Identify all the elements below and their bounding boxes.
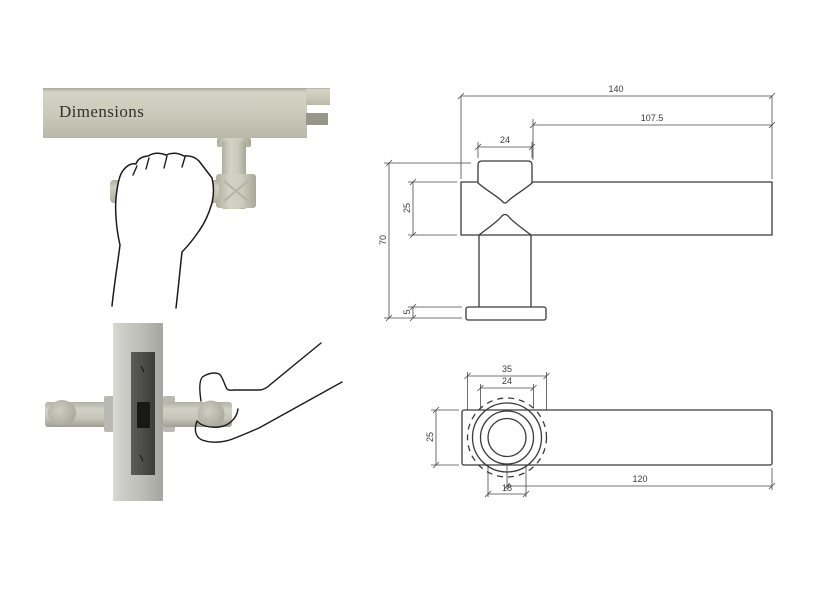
plan-extension-lines bbox=[431, 372, 773, 497]
dim-spindle-diameter: 18 bbox=[502, 483, 512, 493]
plan-rose-hidden-circle bbox=[466, 397, 548, 478]
drawing-side-elevation: 140 107.5 24 70 25 5 bbox=[378, 84, 776, 322]
drawing-plan-view: 35 24 25 18 120 bbox=[425, 364, 776, 498]
plan-dimension-lines bbox=[431, 372, 776, 498]
spindle-tab bbox=[306, 113, 328, 125]
dim-lever-width: 25 bbox=[425, 432, 435, 442]
right-lever-cap bbox=[197, 400, 225, 428]
dim-neck-width: 24 bbox=[500, 135, 510, 145]
knuckle-creases bbox=[132, 155, 186, 176]
left-lever-knob bbox=[48, 400, 76, 426]
plan-lever-bar bbox=[461, 409, 773, 466]
hand-fingers-outline bbox=[199, 342, 322, 402]
render-handle-grip-top: Dimensions bbox=[43, 88, 330, 309]
dim-lever-length: 107.5 bbox=[641, 113, 664, 123]
dim-overall-height: 70 bbox=[378, 235, 388, 245]
plan-dim-lines bbox=[435, 375, 772, 495]
side-dim-lines bbox=[388, 95, 772, 318]
faceplate-screws bbox=[139, 365, 145, 462]
dim-hub-diameter: 24 bbox=[502, 376, 512, 386]
dim-rose-diameter: 35 bbox=[502, 364, 512, 374]
fist-outline bbox=[111, 152, 215, 309]
side-dimension-lines bbox=[384, 92, 776, 322]
plan-rose-circle bbox=[471, 402, 543, 473]
dim-lever-height: 25 bbox=[402, 203, 412, 213]
side-rose-plate bbox=[465, 306, 547, 321]
dim-lever-reach: 120 bbox=[632, 474, 647, 484]
side-extension-lines bbox=[384, 96, 773, 319]
latch-bolt bbox=[137, 402, 150, 428]
hand-thumb-outline bbox=[194, 381, 343, 443]
plan-dim-ticks bbox=[432, 372, 776, 498]
side-neck-nub bbox=[477, 160, 533, 204]
dim-overall-length: 140 bbox=[608, 84, 623, 94]
plan-spindle-circle bbox=[487, 417, 527, 458]
plan-hub-circle bbox=[479, 410, 535, 465]
left-lever-collar bbox=[104, 396, 115, 432]
render-lock-edge-view bbox=[45, 323, 343, 501]
cross-hub-x-shading bbox=[223, 180, 249, 202]
handle-bar-end-step bbox=[306, 88, 330, 105]
dim-rose-thickness: 5 bbox=[402, 309, 412, 314]
side-stem-peak bbox=[478, 213, 532, 236]
side-stem-edges bbox=[478, 235, 532, 307]
handle-bar-render bbox=[43, 88, 307, 138]
page-title: Dimensions bbox=[59, 102, 144, 121]
side-dim-ticks bbox=[385, 92, 776, 322]
